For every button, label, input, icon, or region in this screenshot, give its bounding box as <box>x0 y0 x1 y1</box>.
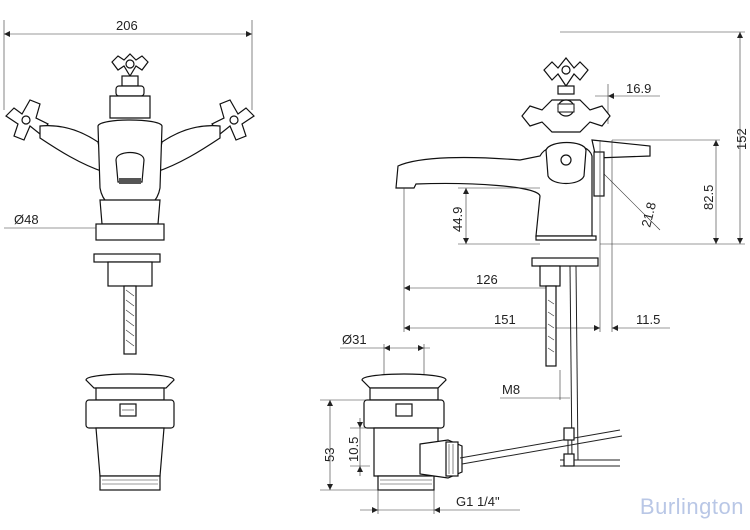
dim-rear-offset: 11.5 <box>636 312 660 327</box>
dim-height-total: 152 <box>734 128 749 150</box>
dim-lever-length: 21.8 <box>638 201 659 229</box>
dim-rod-thread: M8 <box>502 382 520 397</box>
dim-lever-height: 82.5 <box>701 185 716 210</box>
dim-waste-height: 53 <box>322 448 337 462</box>
front-view: 206 Ø48 <box>3 18 255 491</box>
dim-waste-thread: G1 1/4" <box>456 494 500 509</box>
dim-base-diameter: Ø48 <box>14 212 39 227</box>
brand-logo: Burlington <box>639 494 744 519</box>
side-waste-flange <box>361 373 447 389</box>
dim-waste-diameter: Ø31 <box>342 332 367 347</box>
dim-handle-offset: 16.9 <box>626 81 651 96</box>
front-waste-flange <box>85 373 175 389</box>
side-view: 152 16.9 82.5 21.8 <box>320 31 749 514</box>
dim-overall-width: 206 <box>116 18 138 33</box>
dim-spout-height: 44.9 <box>450 207 465 232</box>
dim-spout-reach-1: 126 <box>476 272 498 287</box>
dim-waste-gap: 10.5 <box>346 437 361 462</box>
dim-spout-reach-2: 151 <box>494 312 516 327</box>
